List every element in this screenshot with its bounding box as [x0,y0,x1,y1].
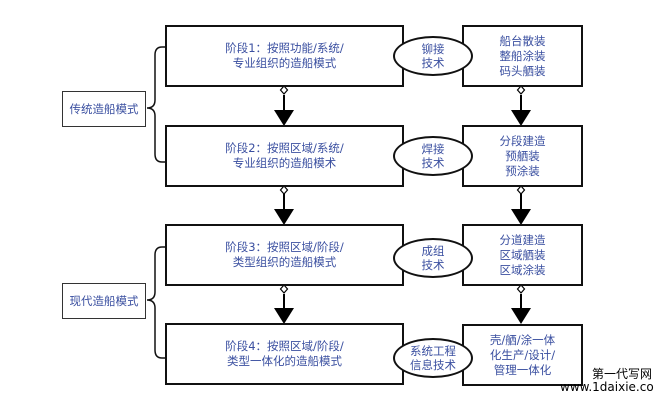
diamond [279,85,289,95]
stage-3-practice: 分道建造 区域舾装 区域涂装 [462,224,583,286]
stage-3-tech: 成组 技术 [393,238,473,278]
stage-1-practice: 船台散装 整船涂装 码头舾装 [462,25,583,87]
stage-1-mode: 阶段1：按照功能/系统/ 专业组织的造船模式 [165,25,404,87]
watermark-url: www.1daixie.com [560,380,654,394]
group-modern: 现代造船模式 [62,283,146,319]
watermark-name: 第一代写网 [591,367,652,381]
diamond [516,284,526,294]
diamond [279,185,289,195]
stage-4-tech: 系统工程 信息技术 [393,338,473,378]
stage-2-tech: 焊接 技术 [393,136,473,176]
diamond [279,284,289,294]
stage-2-mode: 阶段2：按照区域/系统/ 专业组织的造船模术 [165,125,404,187]
stage-2-practice: 分段建造 预舾装 预涂装 [462,125,583,187]
stage-3-mode: 阶段3：按照区域/阶段/ 类型组织的造船模式 [165,224,404,286]
diamond [516,185,526,195]
stage-4-mode: 阶段4：按照区域/阶段/ 类型一体化的造船模式 [165,323,404,385]
group-traditional: 传统造船模式 [62,91,146,127]
stage-1-tech: 铆接 技术 [393,36,473,76]
brace-traditional [146,46,165,163]
stage-4-practice: 壳/舾/涂一体 化生产/设计/ 管理一体化 [462,324,583,386]
diamond [516,85,526,95]
brace-modern [146,246,165,359]
